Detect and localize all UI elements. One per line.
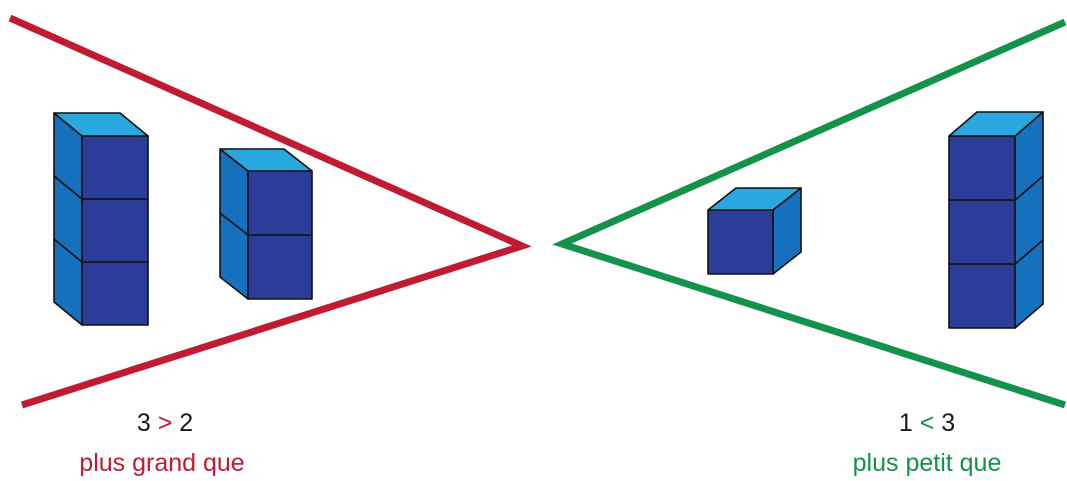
- left-number-a: 3: [137, 409, 151, 437]
- left-comparison-expression: 3 > 2: [137, 408, 193, 438]
- cube-front-face: [248, 235, 312, 299]
- cube-front-face: [949, 136, 1015, 200]
- right-number-b: 3: [941, 409, 955, 437]
- left-number-b: 2: [179, 409, 193, 437]
- right-stack-one: [708, 188, 801, 274]
- right-number-a: 1: [899, 409, 913, 437]
- left-stack-three: [54, 113, 148, 325]
- cube-front-face: [949, 264, 1015, 328]
- left-stack-two: [220, 149, 312, 299]
- left-caption: plus grand que: [79, 448, 244, 478]
- cube-front-face: [949, 200, 1015, 264]
- cube-front-face: [82, 136, 148, 199]
- cube-front-face: [82, 199, 148, 262]
- right-caption: plus petit que: [853, 448, 1002, 478]
- right-comparison-expression: 1 < 3: [899, 408, 955, 438]
- right-stack-three: [949, 112, 1043, 328]
- greater-than-sign: >: [158, 409, 173, 437]
- cube-front-face: [248, 171, 312, 235]
- cube-front-face: [82, 262, 148, 325]
- cube-front-face: [708, 210, 773, 274]
- less-than-sign: <: [920, 409, 935, 437]
